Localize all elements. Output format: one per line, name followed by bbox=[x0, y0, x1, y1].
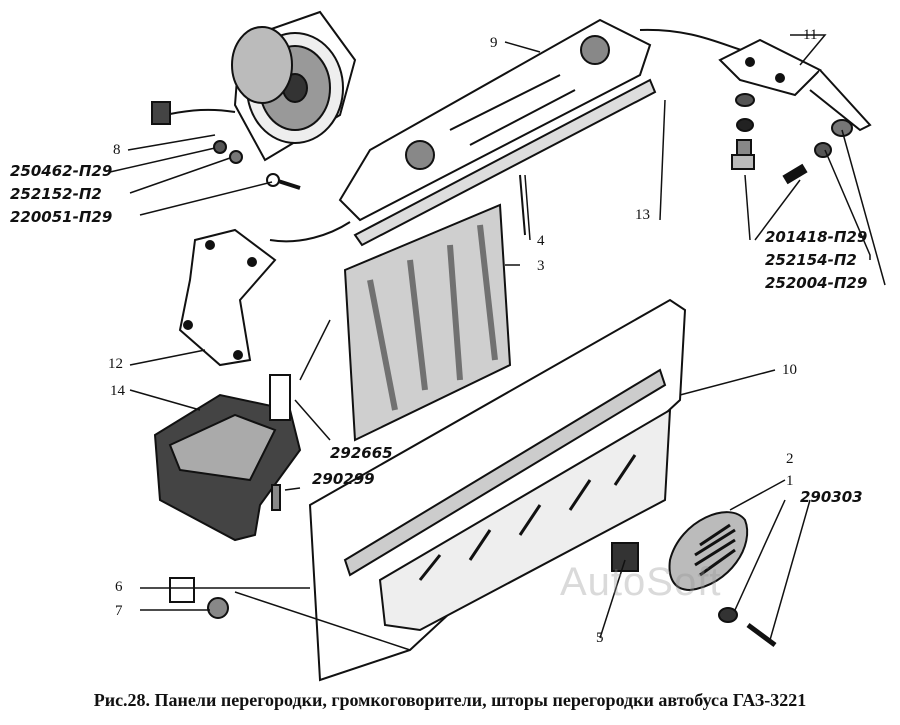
partition-curtain bbox=[343, 203, 512, 442]
speaker-grille bbox=[668, 511, 749, 592]
bracket-right bbox=[718, 38, 872, 132]
curtain-rod bbox=[519, 174, 526, 236]
bracket-left bbox=[178, 228, 277, 367]
clip-6 bbox=[169, 577, 195, 603]
callout-9: 9 bbox=[490, 35, 498, 51]
clip-5 bbox=[611, 542, 639, 572]
callout-4: 4 bbox=[537, 233, 545, 249]
part-290299: 290299 bbox=[312, 470, 375, 488]
callout-1: 1 bbox=[786, 473, 794, 489]
figure-caption: Рис.28. Панели перегородки, громкоговори… bbox=[93, 690, 807, 710]
callout-10: 10 bbox=[782, 362, 797, 378]
callout-12: 12 bbox=[108, 356, 123, 372]
part-220051: 220051-П29 bbox=[10, 208, 113, 226]
partition-panel bbox=[308, 298, 687, 682]
right-fasteners bbox=[731, 93, 853, 185]
callout-2: 2 bbox=[786, 451, 794, 467]
speaker-cable-lower bbox=[269, 221, 351, 243]
speaker-connector bbox=[151, 101, 236, 125]
speaker bbox=[231, 10, 357, 162]
part-252154: 252154-П2 bbox=[765, 251, 857, 269]
part-252152: 252152-П2 bbox=[10, 185, 102, 203]
callout-7: 7 bbox=[115, 603, 123, 619]
speaker-fasteners bbox=[213, 140, 301, 190]
part-290303: 290303 bbox=[800, 488, 863, 506]
top-rail bbox=[338, 18, 657, 247]
screw-290299 bbox=[271, 484, 281, 511]
screw-290303 bbox=[746, 622, 777, 648]
callout-6: 6 bbox=[115, 579, 123, 595]
leader-lines bbox=[109, 34, 886, 651]
bolt-7 bbox=[207, 597, 229, 619]
washer-1 bbox=[718, 607, 738, 623]
callout-11: 11 bbox=[803, 27, 818, 43]
part-292665: 292665 bbox=[330, 444, 393, 462]
part-252004: 252004-П29 bbox=[765, 274, 868, 292]
callout-13: 13 bbox=[635, 207, 650, 223]
part-201418: 201418-П29 bbox=[765, 228, 868, 246]
callout-8: 8 bbox=[113, 142, 121, 158]
callout-5: 5 bbox=[596, 630, 604, 646]
speaker-housing bbox=[153, 374, 302, 542]
part-250462: 250462-П29 bbox=[10, 162, 113, 180]
callout-14: 14 bbox=[110, 383, 125, 399]
watermark: AutoSoft bbox=[560, 560, 722, 604]
callout-3: 3 bbox=[537, 258, 545, 274]
